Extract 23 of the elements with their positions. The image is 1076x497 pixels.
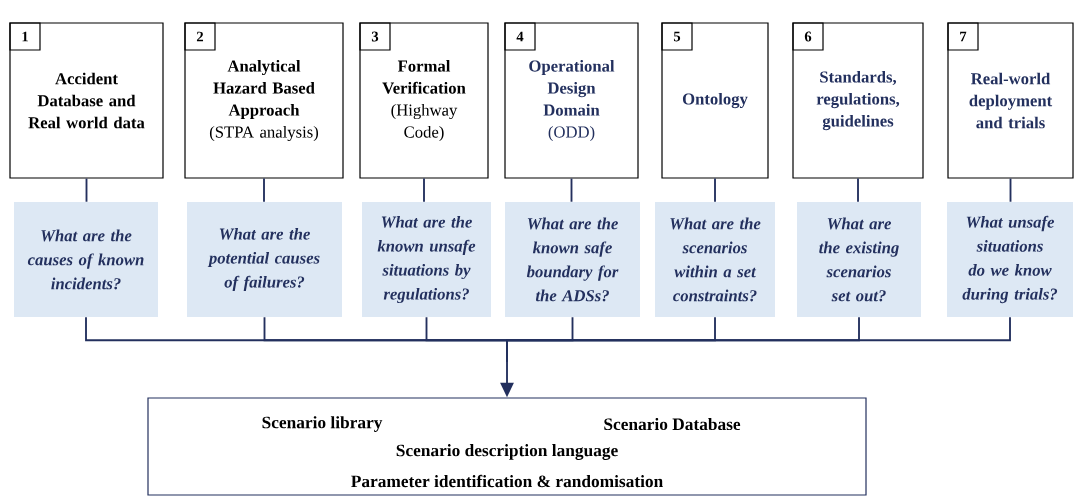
- question-box: What are the scenarios within a set constraints?: [655, 202, 775, 317]
- number-tag: 2: [184, 22, 216, 51]
- question-box: What are the potential causes of failures?: [187, 202, 342, 317]
- question-box: What are the existing scenarios set out?: [797, 202, 921, 317]
- question-box: What are the known unsafe situations by regulations?: [362, 202, 491, 317]
- number-tag: 4: [504, 22, 536, 51]
- connector-line: [423, 177, 425, 203]
- connector-line: [1009, 177, 1012, 203]
- connector-line: [857, 177, 859, 203]
- question-box: What unsafe situations do we know during trials?: [947, 202, 1073, 317]
- library-box: Scenario library Scenario Database Scenario description language Parameter identification & randomisation: [147, 397, 867, 496]
- connector-line: [263, 177, 265, 203]
- number-tag: 5: [661, 22, 693, 51]
- number-tag: 3: [359, 22, 391, 51]
- question-box: What are the known safe boundary for the ADSs?: [505, 202, 640, 317]
- connector-line: [506, 316, 1011, 363]
- connector-line: [570, 177, 573, 203]
- question-box: What are the causes of known incidents?: [14, 202, 158, 317]
- connector-line: [714, 177, 716, 203]
- number-tag: 7: [947, 22, 979, 51]
- number-tag: 6: [792, 22, 824, 51]
- connector-line: [85, 177, 88, 203]
- number-tag: 1: [9, 22, 41, 51]
